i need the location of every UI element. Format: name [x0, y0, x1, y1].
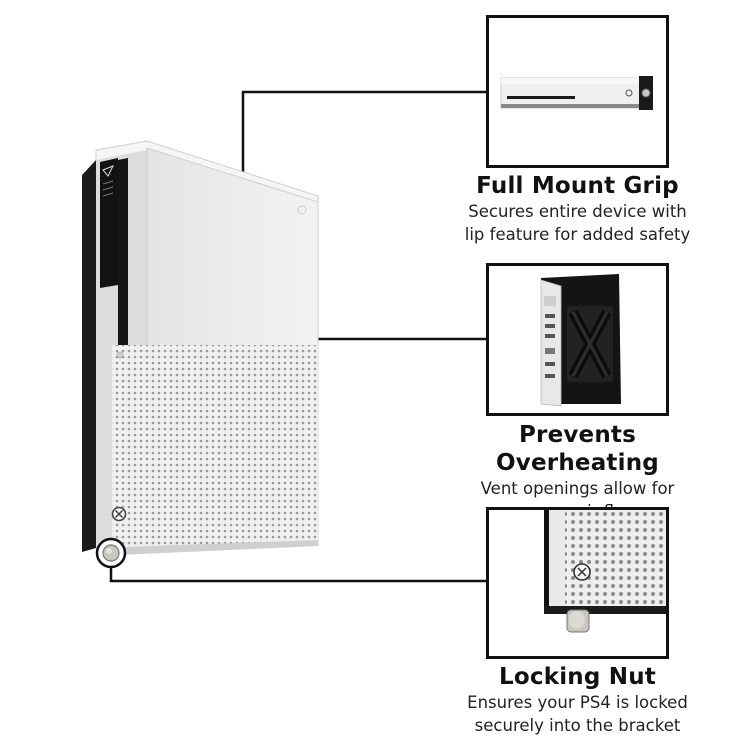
callout-image-vent: [486, 263, 669, 416]
feature-full-mount-grip: Full Mount Grip Secures entire device wi…: [440, 172, 715, 246]
console-in-black-bracket-photo: [540, 274, 621, 407]
feature-title: Full Mount Grip: [476, 173, 679, 199]
feature-description-line: lip feature for added safety: [464, 225, 691, 244]
connector-line-grip: [241, 90, 487, 196]
feature-title: Prevents Overheating: [496, 422, 659, 476]
connector-line-nut: [109, 556, 487, 583]
feature-title: Locking Nut: [499, 664, 656, 690]
locking-nut-closeup-photo: [544, 510, 666, 633]
callout-image-nut: [486, 507, 669, 659]
feature-locking-nut: Locking Nut Ensures your PS4 is locked s…: [440, 663, 715, 737]
feature-description-line: securely into the bracket: [474, 716, 681, 735]
feature-description-line: Secures entire device with: [468, 202, 687, 221]
wall-mounted-console: [82, 140, 319, 556]
feature-description-line: Ensures your PS4 is locked: [467, 693, 688, 712]
feature-description-line: Vent openings allow for: [480, 479, 675, 498]
callout-image-grip: [486, 15, 669, 168]
feature-prevents-overheating: Prevents Overheating Vent openings allow…: [435, 421, 720, 523]
console-top-with-lip-photo: [500, 76, 653, 110]
locking-nut-marker: [95, 537, 127, 569]
